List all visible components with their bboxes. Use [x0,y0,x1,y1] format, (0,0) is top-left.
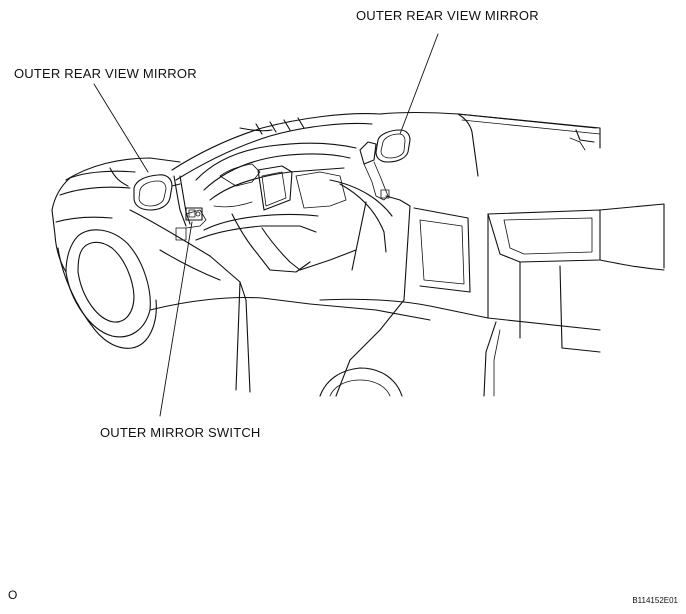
figure-code: B114152E01 [632,596,678,605]
rear-door [319,195,471,397]
roof-rail [457,113,601,143]
corner-mark: O [8,588,18,602]
label-outer-rear-view-mirror-left: OUTER REAR VIEW MIRROR [14,66,197,81]
label-outer-mirror-switch: OUTER MIRROR SWITCH [100,425,261,440]
dashboard [195,142,357,271]
outer-mirror-switch [185,207,203,221]
front-body [51,157,181,273]
center-console [269,179,393,273]
right-outer-mirror [359,129,411,201]
label-outer-rear-view-mirror-right: OUTER REAR VIEW MIRROR [356,8,539,23]
rear-quarter [483,203,665,397]
leader-lines [93,33,439,417]
left-outer-mirror [133,174,181,211]
leader-switch [159,221,193,417]
leader-left-mirror [93,83,149,173]
windshield-frame [171,111,601,181]
leader-right-mirror [399,33,439,135]
side-body [129,209,489,393]
front-wheel [57,229,157,349]
